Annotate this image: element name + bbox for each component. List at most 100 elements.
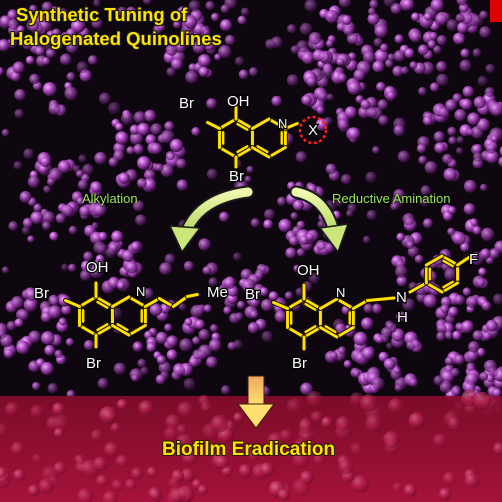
- bacterium-cell: [457, 36, 465, 44]
- bacterium-cell-red: [146, 466, 158, 478]
- bacterium-cell: [274, 310, 287, 323]
- bacterium-cell: [418, 155, 428, 165]
- bacterium-cell: [317, 220, 327, 229]
- bacterium-cell: [14, 89, 26, 101]
- bacterium-cell: [385, 320, 394, 329]
- amination-arrow: [289, 185, 350, 254]
- bacterium-cell: [392, 65, 404, 77]
- bond: [351, 299, 369, 310]
- bacterium-cell: [417, 44, 429, 56]
- bacterium-cell-red: [53, 461, 67, 475]
- right-nh-h-label: H: [397, 309, 408, 326]
- bacterium-cell-red: [130, 467, 144, 480]
- bacterium-cell: [460, 98, 473, 111]
- bacterium-cell: [160, 129, 175, 144]
- bacterium-cell: [286, 74, 299, 86]
- bacterium-cell: [404, 48, 415, 59]
- bacterium-cell-red: [168, 476, 181, 490]
- bacterium-cell-red: [188, 444, 200, 456]
- bacterium-cell: [300, 382, 313, 396]
- bacterium-cell: [94, 151, 107, 165]
- bacterium-cell-red: [11, 441, 25, 456]
- bond: [236, 145, 249, 154]
- bacterium-cell: [146, 342, 157, 352]
- bacterium-cell: [296, 248, 306, 257]
- bacterium-cell-red: [350, 442, 364, 456]
- bacterium-cell: [55, 213, 66, 224]
- bacterium-cell: [393, 366, 401, 375]
- bacterium-cell: [254, 269, 265, 279]
- title-line-1: Synthetic Tuning of: [16, 4, 188, 25]
- bacterium-cell: [190, 304, 204, 318]
- bacterium-cell: [196, 349, 207, 360]
- title-line-2: Halogenated Quinolines: [10, 28, 222, 49]
- bacterium-cell: [211, 332, 220, 342]
- bacterium-cell: [214, 53, 222, 61]
- bacterium-cell: [409, 61, 418, 69]
- bacterium-cell: [480, 248, 491, 259]
- bacterium-cell: [325, 163, 337, 175]
- bond: [250, 146, 271, 159]
- bacterium-cell: [315, 239, 326, 251]
- bacterium-cell-red: [138, 400, 154, 416]
- bacterium-cell: [456, 147, 464, 155]
- corner-tab: [490, 0, 502, 22]
- right-atom-labels: OH Br Br N N H F: [244, 250, 480, 373]
- bacterium-cell: [268, 291, 279, 301]
- bacterium-cell-red: [383, 430, 400, 448]
- bacterium-cell: [42, 221, 51, 231]
- bacterium-cell: [40, 20, 53, 33]
- bacterium-cell-red: [279, 428, 294, 443]
- bacterium-cell: [472, 48, 482, 58]
- bacterium-cell: [325, 39, 334, 48]
- bacterium-cell-red: [116, 399, 128, 410]
- bacterium-cell: [68, 225, 78, 235]
- bacterium-cell: [116, 6, 128, 19]
- bond: [171, 295, 189, 308]
- bacterium-cell: [436, 331, 446, 341]
- bacterium-cell: [48, 294, 60, 306]
- bacterium-cell-red: [408, 412, 425, 429]
- bacterium-cell: [150, 142, 163, 155]
- bacterium-cell: [454, 109, 467, 122]
- top-oh-label: OH: [227, 93, 250, 110]
- bacterium-cell: [43, 185, 51, 194]
- bacterium-cell: [263, 219, 273, 229]
- bacterium-cell: [237, 300, 246, 309]
- bacterium-cell: [115, 131, 129, 145]
- bacteria-cells-red: [0, 389, 502, 502]
- bacterium-cell: [87, 55, 98, 65]
- bacterium-cell: [433, 375, 444, 386]
- bacterium-cell: [360, 99, 371, 110]
- bacterium-cell: [246, 165, 254, 174]
- bacterium-cell: [369, 0, 379, 9]
- bacterium-cell: [433, 45, 442, 54]
- bacterium-cell: [326, 11, 335, 20]
- bacterium-cell: [396, 311, 407, 322]
- bacterium-cell: [416, 143, 427, 154]
- bond: [127, 295, 147, 308]
- bacterium-cell: [220, 19, 232, 32]
- bacterium-cell: [468, 341, 480, 353]
- bacterium-cell: [326, 93, 334, 101]
- bacterium-cell: [337, 118, 349, 130]
- bacterium-cell: [409, 30, 422, 43]
- bacterium-cell: [91, 17, 103, 29]
- bond: [250, 117, 271, 130]
- bacterium-cell: [155, 163, 164, 172]
- bacterium-cell: [423, 294, 438, 308]
- bacterium-cell: [430, 0, 444, 12]
- bacterium-cell: [140, 366, 149, 376]
- bacterium-cell-red: [335, 416, 351, 432]
- bacterium-cell: [118, 172, 130, 184]
- bacterium-cell: [488, 366, 499, 377]
- bacterium-cell: [472, 275, 486, 289]
- bacterium-cell-red: [32, 453, 43, 464]
- bacterium-cell: [293, 199, 304, 211]
- bacterium-cell: [361, 317, 374, 330]
- bacterium-cell: [198, 238, 211, 251]
- bacterium-cell: [371, 303, 382, 314]
- bacterium-cell: [422, 218, 433, 229]
- bacterium-cell-red: [338, 459, 354, 475]
- bacterium-cell: [137, 358, 147, 368]
